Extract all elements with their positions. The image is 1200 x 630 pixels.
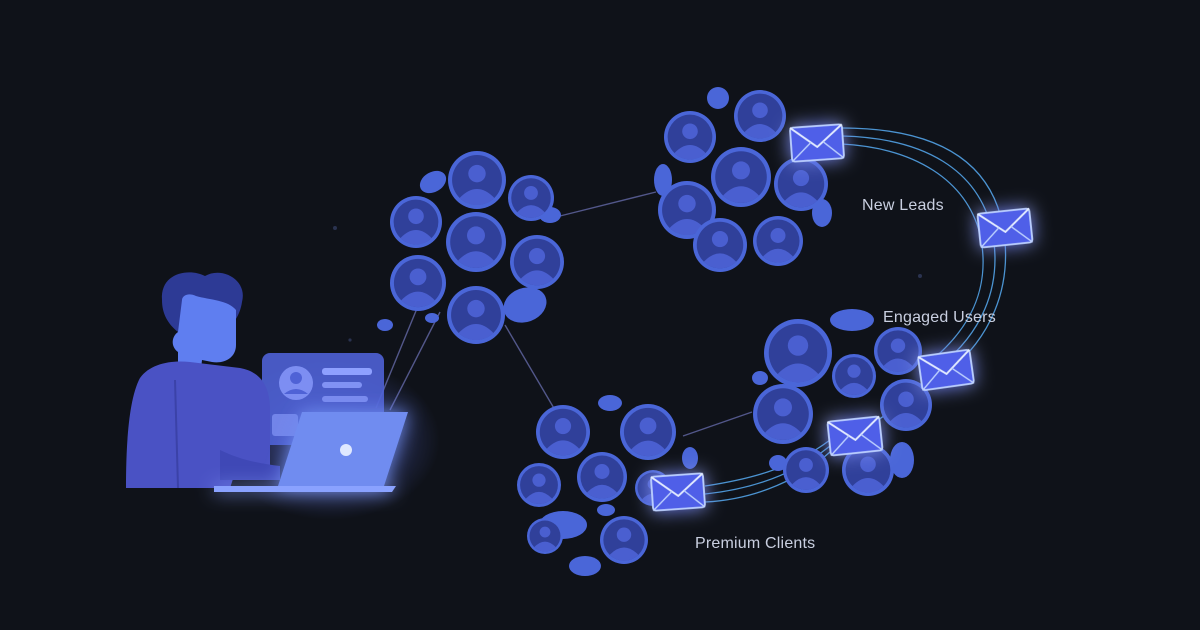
- avatar-icon: [711, 147, 771, 207]
- envelope-icon: [788, 123, 846, 163]
- avatar-icon: [832, 354, 876, 398]
- person-at-laptop-illustration: [126, 272, 440, 520]
- segment-label-premium-clients: Premium Clients: [695, 535, 816, 552]
- avatar-icon: [510, 235, 564, 289]
- segment-label-new-leads: New Leads: [862, 197, 944, 214]
- audience-cluster-engaged-users: [752, 309, 932, 496]
- avatar-icon: [536, 405, 590, 459]
- avatar-icon: [620, 404, 676, 460]
- avatar-icon: [448, 151, 506, 209]
- envelope-icon: [916, 348, 976, 392]
- background-particles: [333, 226, 922, 342]
- avatar-icon: [527, 518, 563, 554]
- envelope-icon: [649, 472, 707, 512]
- avatar-icon: [390, 255, 446, 311]
- avatar-icon: [774, 157, 828, 211]
- audience-cluster-a: [377, 151, 564, 344]
- segment-label-engaged-users: Engaged Users: [883, 309, 996, 326]
- avatar-icon: [447, 286, 505, 344]
- audience-cluster-new-leads: [654, 87, 832, 272]
- avatar-icon: [508, 175, 554, 221]
- avatar-icon: [874, 327, 922, 375]
- envelope-icon: [976, 207, 1034, 249]
- avatar-icon: [753, 384, 813, 444]
- avatar-icon: [664, 111, 716, 163]
- avatar-icon: [446, 212, 506, 272]
- avatar-icon: [390, 196, 442, 248]
- avatar-icon: [764, 319, 832, 387]
- envelope-icon: [826, 415, 884, 457]
- avatar-icon: [600, 516, 648, 564]
- avatar-icon: [783, 447, 829, 493]
- avatar-icon: [753, 216, 803, 266]
- avatar-icon: [734, 90, 786, 142]
- audience-cluster-premium-clients: [517, 395, 698, 576]
- avatar-icon: [693, 218, 747, 272]
- avatar-icon: [517, 463, 561, 507]
- laptop-icon: [214, 412, 408, 492]
- avatar-icon: [577, 452, 627, 502]
